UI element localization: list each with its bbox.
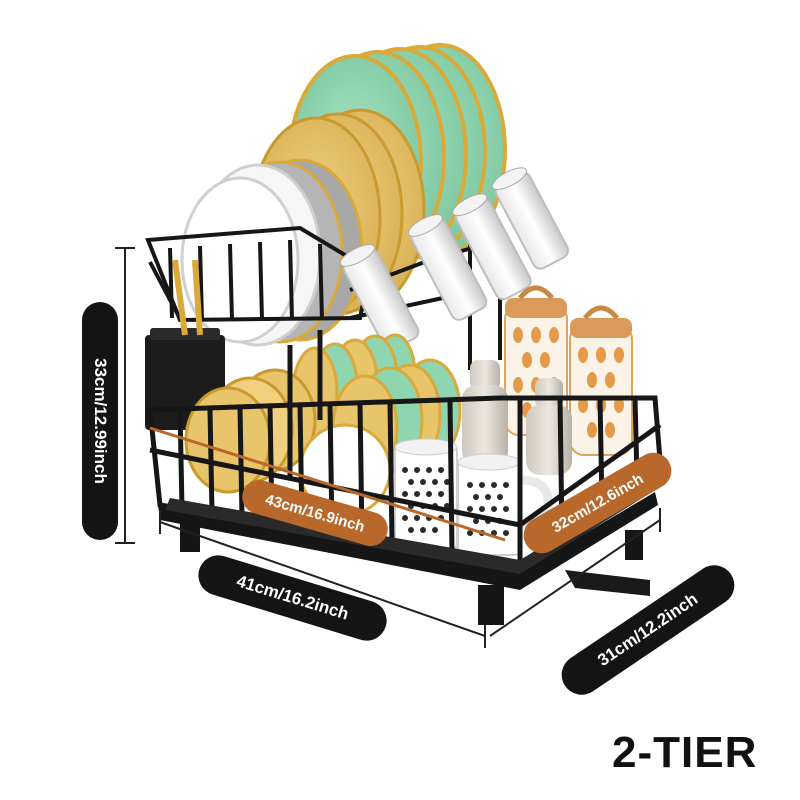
glasses [339, 167, 570, 351]
tier-label: 2-TIER [612, 728, 758, 777]
white-plates [180, 158, 364, 347]
lower-basket [147, 330, 663, 568]
base-length-dimension-line [159, 510, 486, 648]
inner-length-dimension-line [149, 426, 506, 542]
drip-tray [158, 488, 658, 625]
mugs [394, 438, 553, 556]
height-dimension-line [115, 247, 135, 544]
height-label: 33cm/12.99inch [82, 302, 118, 540]
height-label-text: 33cm/12.99inch [91, 358, 111, 484]
base-width-dimension-line [489, 508, 661, 637]
